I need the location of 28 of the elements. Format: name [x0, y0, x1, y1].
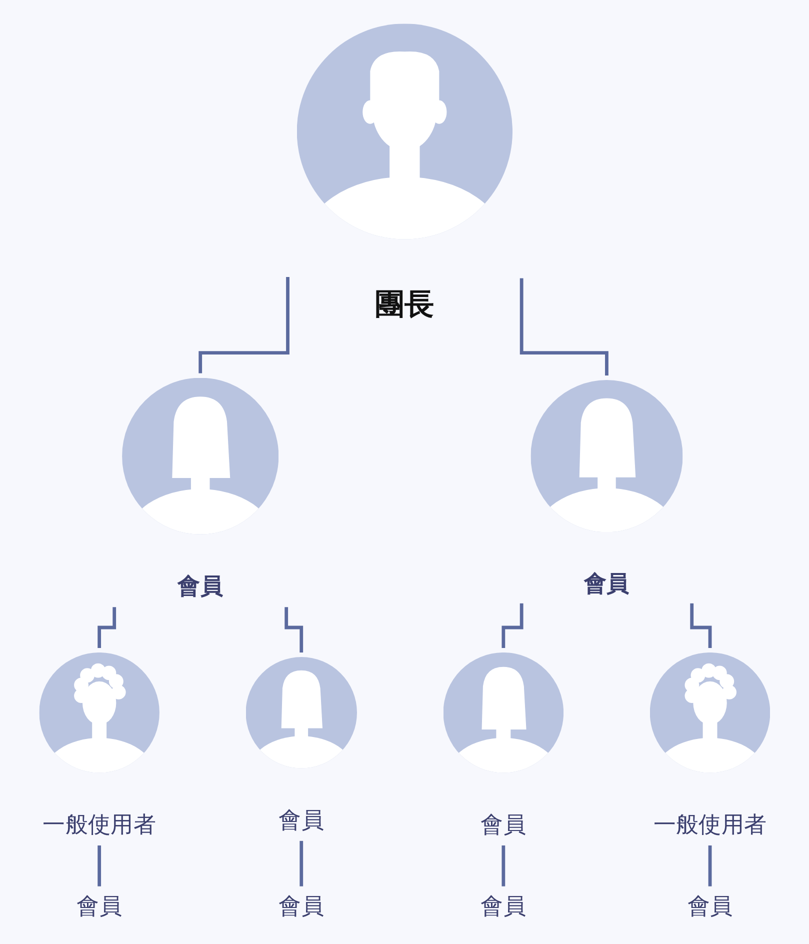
node-label: 一般使用者 — [653, 810, 767, 838]
connector — [690, 603, 712, 650]
node-text: 會員 — [76, 892, 122, 920]
connector — [520, 278, 608, 378]
node-text: 會員 — [480, 892, 526, 920]
node-box — [296, 24, 512, 240]
node-box — [443, 652, 564, 773]
connector — [502, 603, 524, 650]
connector — [502, 845, 505, 888]
node-label: 會員 — [177, 572, 223, 600]
node-box — [39, 652, 160, 773]
connector — [97, 845, 101, 888]
node-box — [650, 652, 770, 773]
node-box — [122, 378, 278, 534]
connector — [284, 607, 303, 654]
node-text: 會員 — [278, 892, 324, 920]
node-box — [530, 380, 683, 532]
node-box — [246, 657, 357, 768]
node-label: 團長 — [374, 288, 434, 322]
node-label: 會員 — [278, 806, 324, 833]
connector — [300, 840, 303, 888]
node-text: 會員 — [687, 892, 733, 920]
connector — [708, 845, 712, 888]
node-label: 會員 — [584, 570, 630, 597]
node-label: 一般使用者 — [42, 810, 156, 838]
connector — [198, 277, 290, 375]
connector — [97, 607, 116, 650]
node-label: 會員 — [480, 810, 526, 838]
